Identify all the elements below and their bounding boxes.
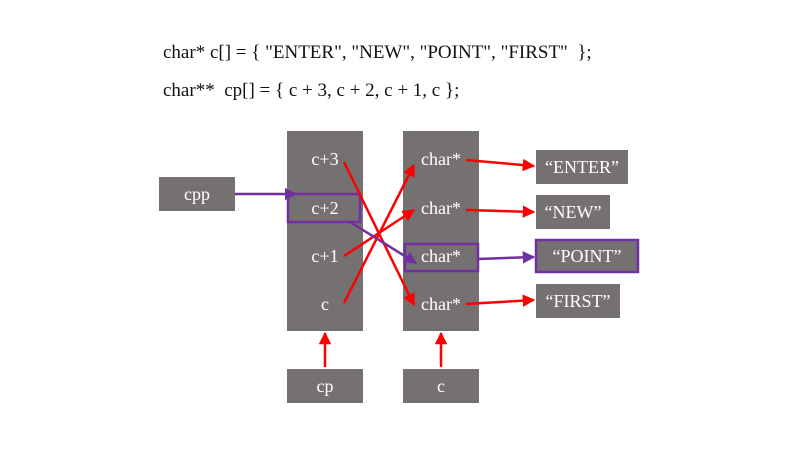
c-cell-2: char* (421, 246, 461, 266)
arrow-c0-to-enter (465, 158, 536, 172)
string-box-point (536, 240, 638, 272)
cp-cell-1: c+2 (311, 198, 339, 218)
code-line-cp-array: char** cp[] = { c + 3, c + 2, c + 1, c }… (163, 80, 460, 101)
c-cell-3: char* (421, 294, 461, 314)
code-line-c-array: char* c[] = { "ENTER", "NEW", "POINT", "… (163, 42, 592, 63)
string-enter: “ENTER” (545, 157, 619, 177)
arrow-c3-to-first (465, 294, 536, 307)
highlight-cp-cell-1 (286, 192, 362, 224)
cp-cell-3: c (321, 294, 329, 314)
arrow-c2-to-point (477, 251, 536, 264)
cp-cell-0: c+3 (311, 149, 339, 169)
c-cell-1: char* (421, 198, 461, 218)
cp-label: cp (316, 376, 334, 396)
cpp-box (159, 177, 235, 211)
string-point: “POINT” (552, 246, 622, 266)
c-array-column (403, 131, 479, 331)
string-box-new (536, 195, 610, 229)
cpp-label: cpp (184, 184, 210, 204)
highlight-string-point (534, 238, 640, 274)
cp-cell-2: c+1 (311, 246, 339, 266)
arrow-cp1-to-c2 (349, 220, 418, 265)
c-cell-0: char* (421, 149, 461, 169)
c-label: c (437, 376, 445, 396)
string-box-first (536, 284, 620, 318)
string-first: “FIRST” (545, 291, 611, 311)
cp-array-column (287, 131, 363, 331)
arrow-c1-to-new (465, 205, 536, 218)
string-box-enter (536, 150, 628, 184)
cp-box (287, 369, 363, 403)
string-new: “NEW” (544, 202, 602, 222)
highlight-c-cell-2 (403, 242, 480, 273)
arrow-cp3-to-c0 (342, 163, 416, 304)
c-box (403, 369, 479, 403)
